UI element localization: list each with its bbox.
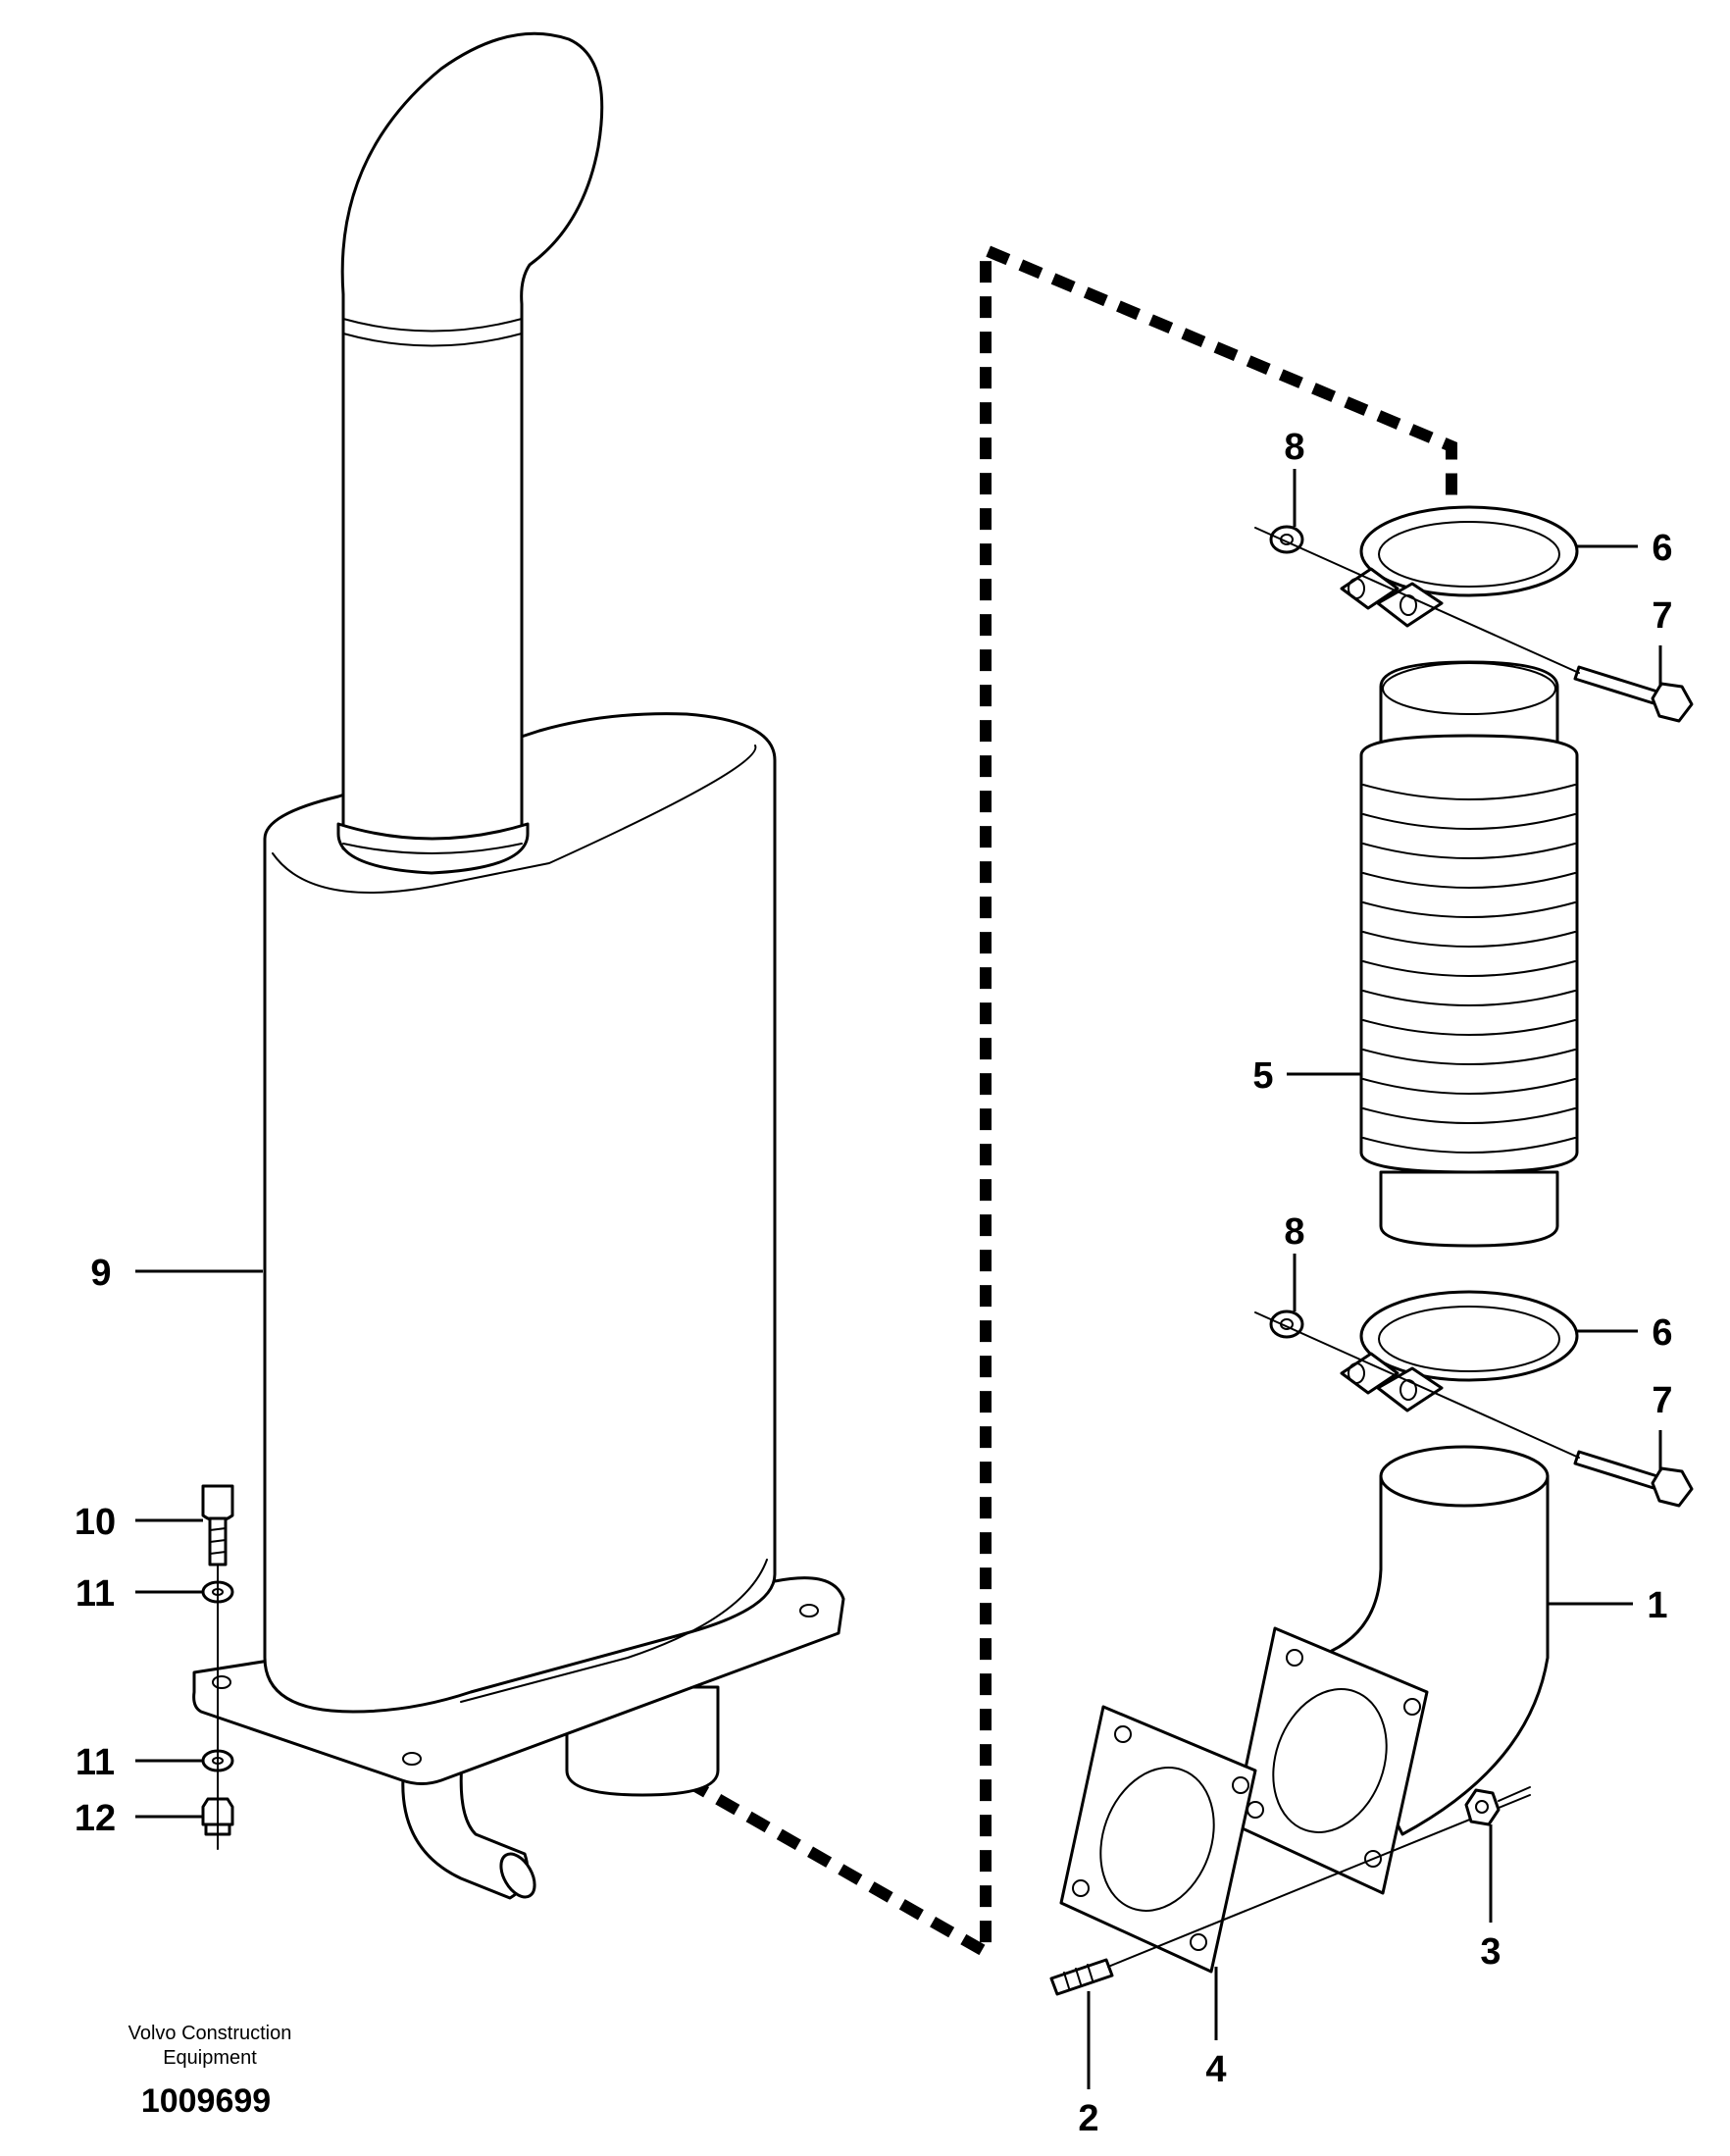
bolt-part-10 <box>201 1484 234 1566</box>
bolt-part-7-top <box>1573 665 1694 723</box>
nut-axis <box>1498 1786 1531 1802</box>
callout-3: 3 <box>1480 1931 1501 1973</box>
drawing-number: 1009699 <box>141 2082 271 2120</box>
callout-1: 1 <box>1647 1585 1667 1626</box>
muffler-part-9 <box>192 31 845 1900</box>
callout-11-top: 11 <box>76 1573 115 1615</box>
callout-6-top: 6 <box>1652 528 1672 569</box>
washer-part-8-bottom <box>1269 1309 1304 1339</box>
callout-7-bottom: 7 <box>1652 1380 1672 1421</box>
stud-axis <box>1107 1794 1531 1968</box>
callout-4: 4 <box>1205 2049 1226 2090</box>
clamp-part-6-top <box>1340 505 1579 628</box>
clamp-axis-top <box>1254 527 1580 674</box>
clamp-part-6-bottom <box>1340 1290 1579 1412</box>
callout-9: 9 <box>90 1253 111 1294</box>
elbow-pipe-part-1 <box>1232 1445 1550 1895</box>
stud-part-2 <box>1049 1958 1114 1996</box>
callout-2: 2 <box>1078 2098 1098 2139</box>
company-name-line2: Equipment <box>163 2047 257 2069</box>
company-name-line1: Volvo Construction <box>128 2023 292 2044</box>
washer-part-8-top <box>1269 525 1304 554</box>
clamp-axis-bottom <box>1254 1311 1580 1459</box>
callout-6-bottom: 6 <box>1652 1312 1672 1354</box>
callout-8-bottom: 8 <box>1284 1211 1304 1253</box>
callout-12: 12 <box>75 1798 116 1839</box>
callout-7-top: 7 <box>1652 595 1672 637</box>
bolt-part-7-bottom <box>1573 1450 1694 1508</box>
bellows-part-5 <box>1359 660 1579 1248</box>
nut-part-3 <box>1464 1788 1501 1826</box>
callout-11-bottom: 11 <box>76 1742 115 1783</box>
gasket-part-4 <box>1059 1705 1257 1974</box>
callout-8-top: 8 <box>1284 427 1304 468</box>
callout-10: 10 <box>75 1502 116 1543</box>
callout-5: 5 <box>1252 1055 1273 1097</box>
